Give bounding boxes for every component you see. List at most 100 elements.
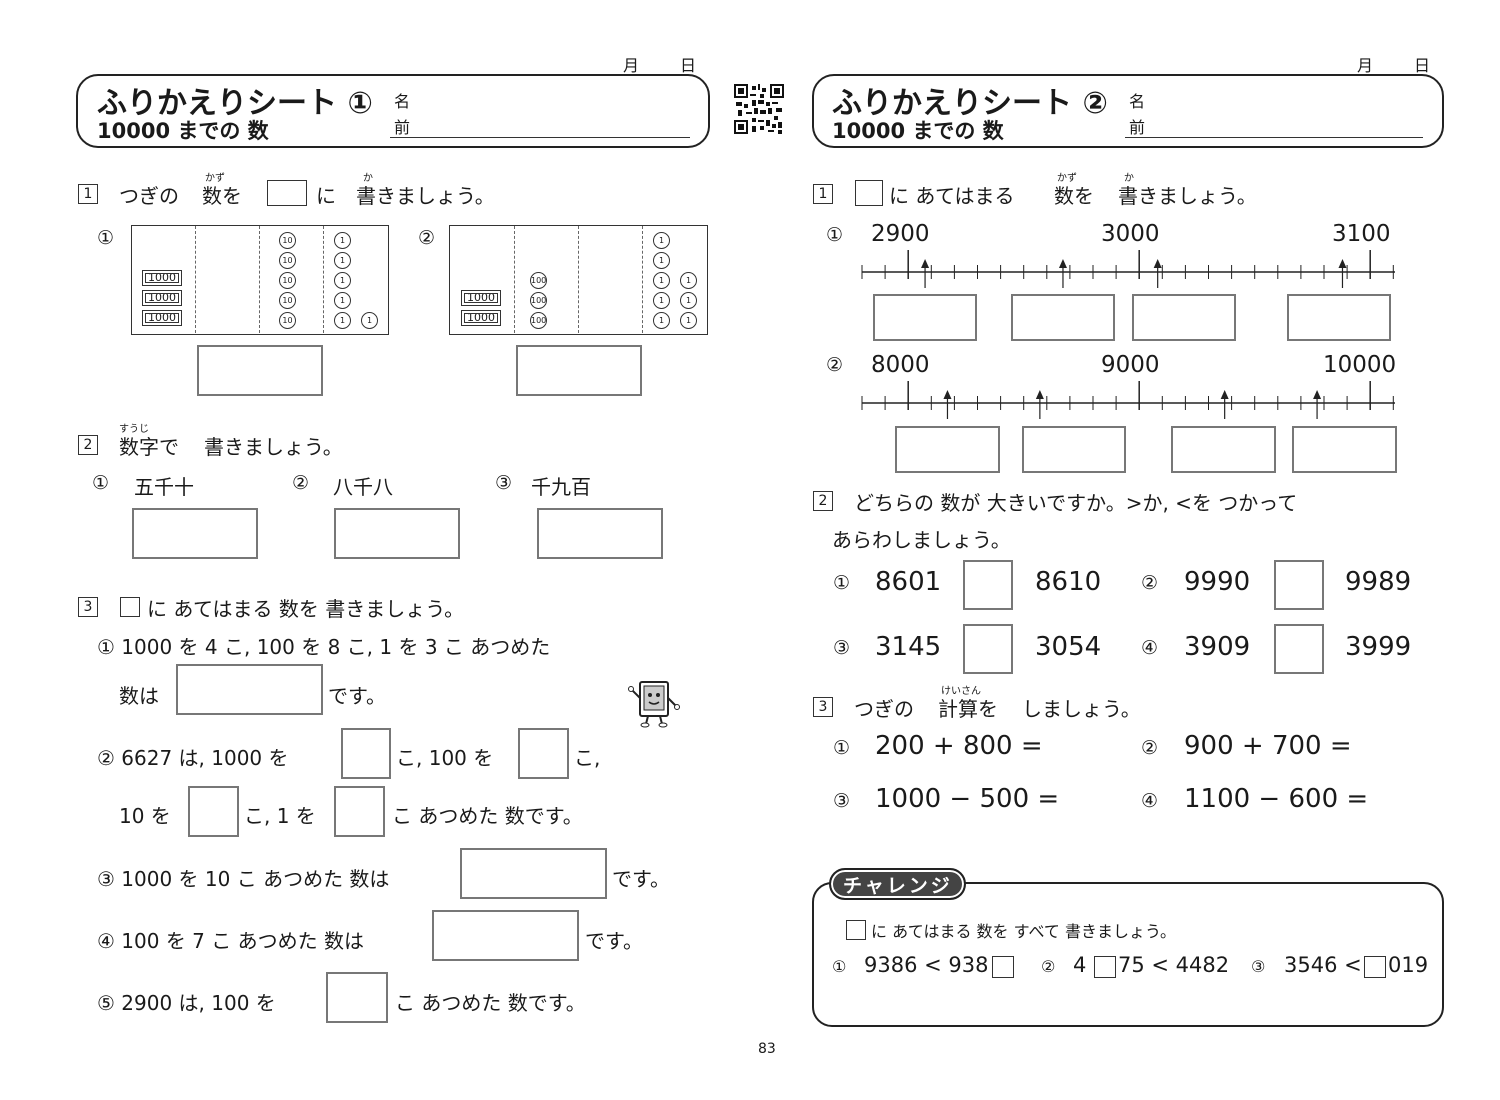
ten-coin: 10	[279, 232, 296, 249]
challenge-example-box	[846, 920, 866, 940]
q1-text-kazu: 数を	[202, 184, 242, 208]
challenge-item1-text: 9386 < 938	[864, 953, 989, 977]
q2-answer-box-2[interactable]	[334, 508, 460, 559]
challenge-item3-answer[interactable]	[1364, 956, 1386, 978]
challenge-item3-text-b: 019	[1388, 953, 1429, 977]
r-q2-text-line1: どちらの 数が 大きいですか。>か, <を つかって	[854, 491, 1298, 515]
q3-number: 3	[78, 597, 98, 617]
challenge-item2-text-a: 4	[1073, 953, 1087, 977]
r-q1-line2-answer-1[interactable]	[895, 426, 1000, 473]
challenge-box	[812, 882, 1444, 1027]
arrow-head	[1058, 259, 1067, 268]
r-q2-text-line2: あらわしましょう。	[832, 528, 1011, 552]
q1-place-panel-1	[131, 225, 389, 335]
mascot-icon	[628, 681, 680, 728]
one-coin: 1	[653, 232, 670, 249]
r-q1-line1-answer-2[interactable]	[1011, 294, 1115, 341]
one-coin: 1	[653, 312, 670, 329]
q3-item2-text-c: こ,	[574, 746, 601, 770]
q3-item5-answer[interactable]	[326, 972, 388, 1023]
challenge-item2-answer[interactable]	[1094, 956, 1116, 978]
r-q2-pair2-answer[interactable]	[1274, 560, 1324, 610]
one-coin: 1	[334, 292, 351, 309]
one-coin: 1	[680, 312, 697, 329]
q3-item3-answer[interactable]	[460, 848, 607, 899]
r-q3-item3-text: 1000 − 500 =	[875, 784, 1060, 814]
r-q1-number: 1	[813, 184, 833, 204]
name-input-line-1[interactable]	[390, 137, 690, 138]
q3-item4-text: ④ 100 を 7 こ あつめた 数は	[97, 929, 364, 953]
r-q1-line1-answer-1[interactable]	[873, 294, 977, 341]
r-q2-pair1-num: ①	[833, 572, 851, 594]
q3-item1-answer[interactable]	[176, 664, 323, 715]
q1-answer-box-2[interactable]	[516, 345, 642, 396]
q2-item1-text: 五千十	[134, 475, 194, 499]
q1-ruby-kazu: かず	[205, 173, 225, 184]
q3-item2-answer-1[interactable]	[334, 786, 385, 837]
r-q1-line1-answer-3[interactable]	[1132, 294, 1236, 341]
q3-item2-text-e: こ, 1 を	[244, 804, 316, 828]
panel2-divider	[514, 226, 515, 333]
r-q2-pair1-answer[interactable]	[963, 560, 1013, 610]
hundred-coin: 100	[530, 312, 547, 329]
q2-answer-box-3[interactable]	[537, 508, 663, 559]
arrow-head	[1035, 390, 1044, 399]
q3-item2-text-f: こ あつめた 数です。	[392, 804, 583, 828]
challenge-instruction: に あてはまる 数を すべて 書きましょう。	[871, 922, 1176, 941]
q3-item1-desu: です。	[328, 684, 386, 708]
q1-text-kaki: 書きましょう。	[356, 184, 495, 208]
r-q1-line1-answer-4[interactable]	[1287, 294, 1391, 341]
name-input-line-2[interactable]	[1125, 137, 1423, 138]
number-line-1	[861, 250, 1395, 288]
q1-text-post: に	[316, 184, 336, 208]
challenge-item1-answer[interactable]	[992, 956, 1014, 978]
arrow-head	[1313, 390, 1322, 399]
r-q1-line2-answer-3[interactable]	[1171, 426, 1276, 473]
r-q1-line2-label-end: 10000	[1323, 352, 1397, 378]
challenge-item1-num: ①	[832, 957, 847, 976]
thousand-card: 1000	[142, 310, 182, 326]
day-label-2: 日	[1414, 56, 1431, 75]
q3-item4-answer[interactable]	[432, 910, 579, 961]
r-q3-number: 3	[813, 697, 833, 717]
challenge-label: チャレンジ	[843, 875, 953, 897]
q3-item1-text: ① 1000 を 4 こ, 100 を 8 こ, 1 を 3 こ あつめた	[97, 635, 551, 659]
one-coin: 1	[334, 272, 351, 289]
sheet2-title: ふりかえりシート ②	[832, 86, 1108, 121]
r-q2-number: 2	[813, 491, 833, 511]
panel1-divider	[323, 226, 324, 333]
q2-item2-num: ②	[292, 472, 310, 494]
qr-code-icon[interactable]	[734, 84, 784, 134]
r-q2-pair4-answer[interactable]	[1274, 624, 1324, 674]
r-q2-pair3-a: 3145	[875, 632, 942, 662]
r-q1-ruby-kazu: かず	[1057, 173, 1077, 184]
r-q2-pair3-num: ③	[833, 637, 851, 659]
r-q3-keisan: 計算を	[938, 697, 998, 721]
q1-answer-box-1[interactable]	[197, 345, 323, 396]
arrow-head	[943, 390, 952, 399]
panel2-divider	[578, 226, 579, 333]
q1-place-panel-2	[449, 225, 708, 335]
q3-item2-answer-1000[interactable]	[341, 728, 391, 779]
one-coin: 1	[653, 292, 670, 309]
thousand-card: 1000	[461, 310, 501, 326]
one-coin: 1	[680, 272, 697, 289]
q3-item2-answer-100[interactable]	[518, 728, 569, 779]
r-q3-item1-text: 200 + 800 =	[875, 731, 1043, 761]
q1-number: 1	[78, 184, 98, 204]
challenge-item3-text-a: 3546 <	[1284, 953, 1362, 977]
thousand-card: 1000	[461, 290, 501, 306]
q2-answer-box-1[interactable]	[132, 508, 258, 559]
sheet1-title: ふりかえりシート ①	[97, 86, 373, 121]
r-q1-line2-answer-4[interactable]	[1292, 426, 1397, 473]
r-q2-pair3-answer[interactable]	[963, 624, 1013, 674]
r-q3-item2-num: ②	[1141, 737, 1159, 759]
hundred-coin: 100	[530, 292, 547, 309]
one-coin: 1	[361, 312, 378, 329]
mae-label-1: 前	[394, 118, 411, 137]
q1-text-pre: つぎの	[119, 184, 179, 208]
r-q1-line2-answer-2[interactable]	[1022, 426, 1126, 473]
q3-item2-answer-10[interactable]	[188, 786, 239, 837]
q3-item2-text-b: こ, 100 を	[396, 746, 494, 770]
q1-ruby-kaki: か	[363, 173, 373, 184]
